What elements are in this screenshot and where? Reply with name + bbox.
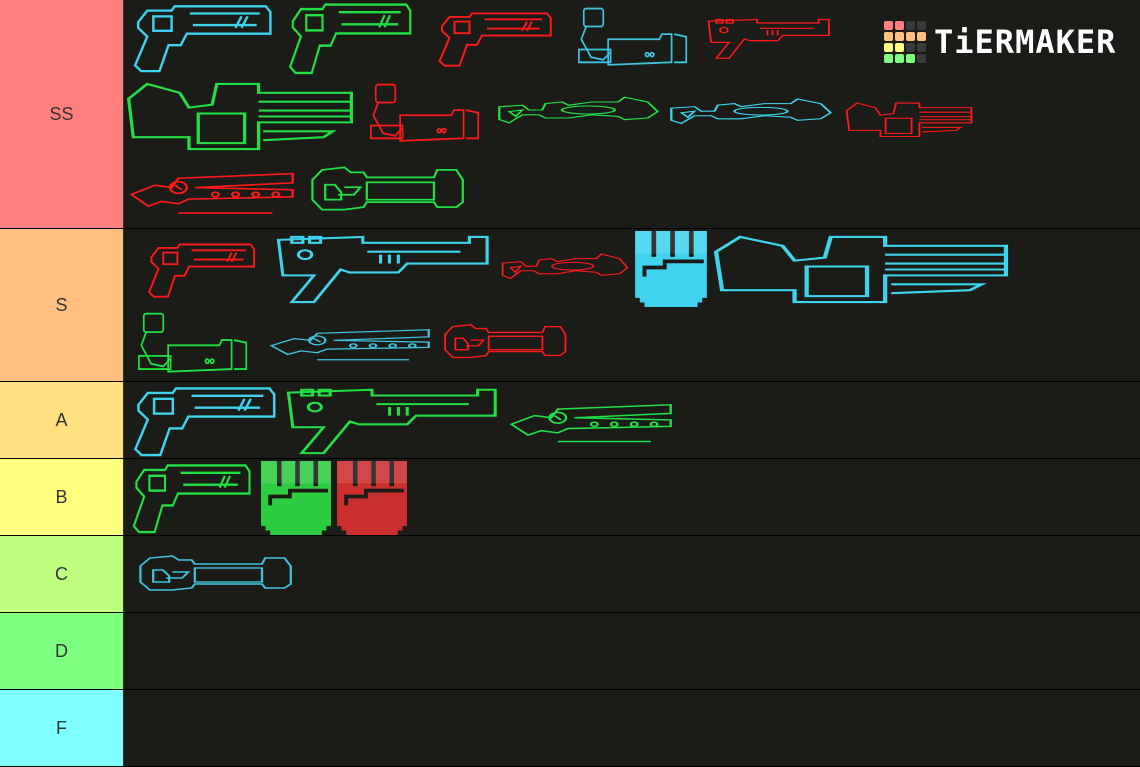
green-cannon-icon[interactable] (306, 160, 466, 222)
tier-row-d: D (0, 613, 1140, 690)
tiermaker-logo: TiERMAKER (884, 20, 1124, 64)
tier-label: B (0, 459, 124, 535)
green-fist-icon[interactable] (258, 461, 334, 535)
tier-label: F (0, 690, 124, 766)
tier-row-a: A (0, 382, 1140, 459)
green-gatling-darts-icon[interactable] (124, 78, 356, 152)
tier-label: C (0, 536, 124, 612)
blue-chainsaw-arm-icon[interactable] (574, 6, 696, 70)
red-sniper-rifle-icon[interactable] (128, 162, 296, 220)
red-revolver-rocket-icon[interactable] (142, 241, 260, 299)
green-revolver-disc-icon[interactable] (126, 461, 256, 535)
tier-items-area[interactable] (124, 0, 1140, 228)
tier-row-ss: SS (0, 0, 1140, 229)
blue-sniper-icon[interactable] (268, 321, 432, 365)
red-chainsaw-arm-icon[interactable] (366, 82, 488, 146)
tier-label: S (0, 229, 124, 381)
blue-claw-blaster-icon[interactable] (668, 96, 834, 134)
green-shotgun-battery-icon[interactable] (284, 384, 504, 456)
tier-items-area[interactable] (124, 613, 1140, 689)
green-sniper-drill-icon[interactable] (508, 394, 674, 448)
red-claw-plug-icon[interactable] (500, 251, 630, 289)
logo-grid-icon (884, 21, 926, 63)
blue-revolver-icon[interactable] (126, 2, 278, 74)
tier-label: SS (0, 0, 124, 228)
tier-items-area[interactable] (124, 229, 1140, 381)
tier-items-area[interactable] (124, 459, 1140, 535)
red-pistol-rocket-icon[interactable] (432, 10, 557, 68)
red-gatling-plug-icon[interactable] (844, 100, 974, 138)
red-fist-icon[interactable] (334, 461, 410, 535)
green-pistol-disc-icon[interactable] (282, 0, 417, 76)
tier-items-area[interactable] (124, 536, 1140, 612)
tier-label: A (0, 382, 124, 458)
green-arm-battery-icon[interactable] (134, 311, 256, 377)
tier-items-area[interactable] (124, 690, 1140, 766)
red-cannon-flame-icon[interactable] (440, 319, 568, 367)
tier-label: D (0, 613, 124, 689)
red-shotgun-chainsaw-icon[interactable] (706, 16, 834, 60)
tier-row-f: F (0, 690, 1140, 767)
blue-pistol-icon[interactable] (126, 384, 282, 458)
blue-shotgun-icon[interactable] (274, 231, 496, 305)
logo-text: TiERMAKER (934, 23, 1117, 61)
tier-row-b: B (0, 459, 1140, 536)
tier-items-area[interactable] (124, 382, 1140, 458)
blue-fist-icon[interactable] (632, 231, 710, 307)
blue-cannon-icon[interactable] (134, 550, 294, 600)
tier-row-c: C (0, 536, 1140, 613)
green-disc-launcher-icon[interactable] (496, 94, 661, 134)
blue-gatling-icon[interactable] (710, 231, 1012, 305)
tier-row-s: S (0, 229, 1140, 382)
